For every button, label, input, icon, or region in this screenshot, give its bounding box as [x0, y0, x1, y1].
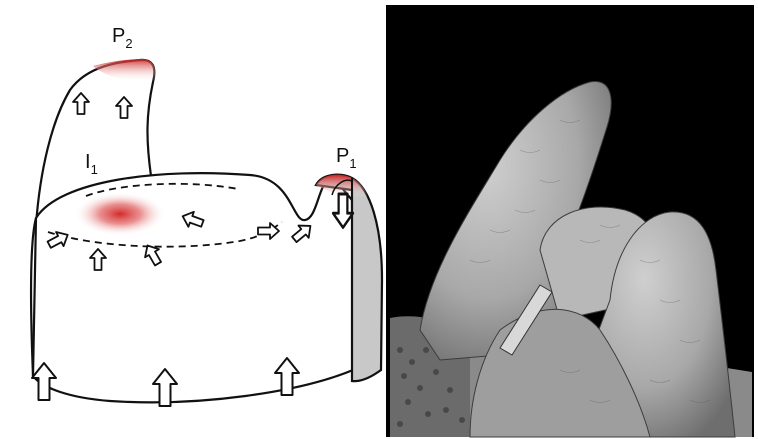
label-p1: P1	[336, 145, 357, 171]
schematic-diagram: P2 I1 P1	[31, 25, 382, 406]
sem-micrograph	[386, 5, 754, 437]
label-p2: P2	[112, 25, 133, 51]
incipient-primordium-i1-spot	[74, 192, 166, 236]
